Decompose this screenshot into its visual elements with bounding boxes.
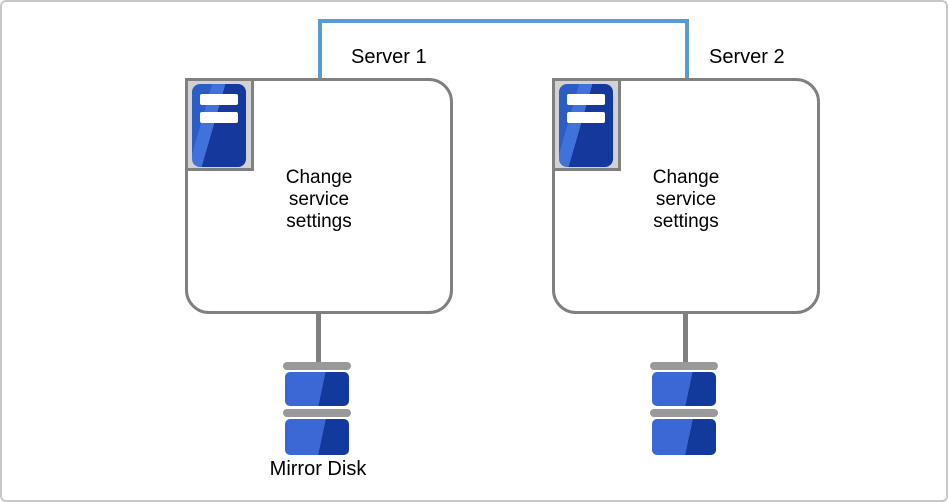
interconnect-line xyxy=(318,19,689,23)
interconnect-drop-left xyxy=(318,19,322,79)
tower-slot xyxy=(567,112,605,123)
mirror-disk-icon xyxy=(283,362,351,455)
server-node-1: Server 1 Change service settings Mirror … xyxy=(185,2,453,500)
mirror-disk-label: Mirror Disk xyxy=(269,458,367,480)
tower-slot xyxy=(200,94,238,105)
server-2-label: Server 2 xyxy=(709,46,785,68)
server-1-label: Server 1 xyxy=(351,46,427,68)
disk-platter-bar xyxy=(283,362,351,370)
disk-platter-bar xyxy=(283,409,351,417)
disk-connector-line xyxy=(316,314,321,362)
server-1-box-text: Change service settings xyxy=(285,167,353,232)
server-tower-icon xyxy=(185,78,254,171)
server-tower-icon xyxy=(552,78,621,171)
mirror-disk-icon xyxy=(650,362,718,455)
disk-body xyxy=(652,372,716,406)
disk-platter-bar xyxy=(650,409,718,417)
interconnect-drop-right xyxy=(685,19,689,79)
tower-body xyxy=(192,84,246,167)
tower-slot xyxy=(567,94,605,105)
tower-body xyxy=(559,84,613,167)
disk-body xyxy=(285,419,349,455)
tower-slot xyxy=(200,112,238,123)
disk-body xyxy=(285,372,349,406)
server-2-box-text: Change service settings xyxy=(652,167,720,232)
server-node-2: Server 2 Change service settings xyxy=(552,2,820,500)
disk-connector-line xyxy=(683,314,688,362)
disk-platter-bar xyxy=(650,362,718,370)
disk-body xyxy=(652,419,716,455)
